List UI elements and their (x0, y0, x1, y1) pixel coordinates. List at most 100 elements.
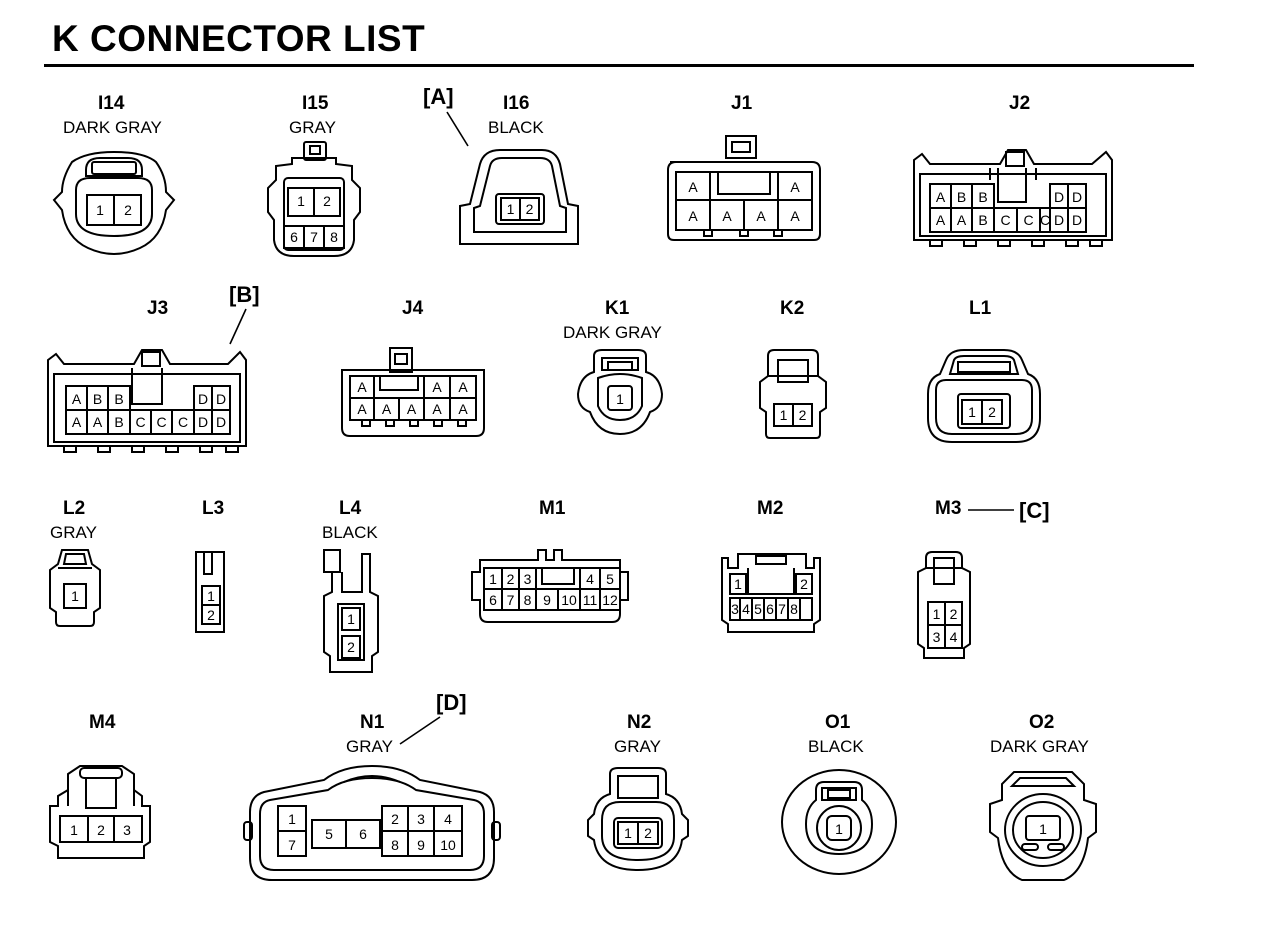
connector-m1-drawing: 1 2 3 4 5 6 7 8 9 10 11 12 (471, 549, 629, 623)
connector-j2-pin: B (978, 189, 987, 205)
connector-l3-drawing: 1 2 (195, 551, 225, 633)
connector-m4-id: M4 (89, 712, 116, 733)
connector-j1-pin: A (790, 208, 800, 224)
connector-k1-color: DARK GRAY (563, 323, 662, 342)
connector-n1-pin: 4 (444, 811, 452, 827)
connector-o1-drawing: 1 (781, 769, 897, 875)
connector-i16-drawing: 1 2 (459, 149, 579, 245)
connector-l1-drawing: 1 2 (927, 349, 1041, 443)
connector-i15-drawing: 1 2 6 7 8 (267, 141, 361, 257)
connector-i15-pin: 1 (297, 193, 305, 209)
connector-i16-id: I16 (503, 93, 530, 114)
callout-c-label: [C] (1019, 498, 1050, 523)
connector-j3-pin: C (178, 414, 188, 430)
connector-i15-id: I15 (302, 93, 329, 114)
connector-l1-id: L1 (969, 298, 992, 319)
connector-o2-id: O2 (1029, 712, 1055, 733)
connector-j4-pin: A (382, 401, 392, 417)
connector-m1-pin: 8 (524, 592, 532, 608)
connector-i16-pin: 1 (507, 201, 515, 217)
connector-m4-drawing: 1 2 3 (49, 765, 151, 859)
connector-l2-drawing: 1 (49, 549, 101, 627)
connector-j4-id: J4 (402, 298, 424, 319)
connector-m2-pin: 6 (766, 601, 774, 617)
connector-j4-pin: A (458, 401, 468, 417)
connector-m2-pin: 3 (731, 601, 739, 617)
connector-j2-pin: C (1000, 212, 1010, 228)
connector-n2-pin: 1 (624, 825, 632, 841)
connector-i14-id: I14 (98, 93, 125, 114)
callout-d-label: [D] (436, 690, 467, 715)
connector-k1-drawing: 1 (576, 349, 664, 436)
connector-j3-pin: B (114, 414, 123, 430)
connector-l1-pin: 1 (968, 404, 976, 420)
connector-m4-pin: 3 (123, 822, 131, 838)
connector-n1-pin: 9 (417, 837, 425, 853)
connector-l4-color: BLACK (322, 523, 378, 542)
connector-m1-pin: 7 (507, 592, 515, 608)
connector-j2-pin: A (936, 189, 946, 205)
connector-j4-pin: A (432, 401, 442, 417)
connector-j1-pin: A (722, 208, 732, 224)
connector-m1-pin: 11 (583, 592, 598, 608)
connector-j1-id: J1 (731, 93, 753, 114)
callout-b-label: [B] (229, 282, 260, 307)
connector-m2-pin: 8 (790, 601, 798, 617)
connector-j1-pin: A (756, 208, 766, 224)
connector-m3-id: M3 (935, 498, 962, 519)
connector-o1-pin: 1 (835, 821, 843, 837)
connector-j2-id: J2 (1009, 93, 1031, 114)
connector-n1-id: N1 (360, 712, 385, 733)
connector-j3-pin: B (114, 391, 123, 407)
connector-k2-drawing: 1 2 (759, 349, 827, 439)
connector-m4-pin: 2 (97, 822, 105, 838)
connector-n1-drawing: 1 7 5 6 2 3 4 8 9 10 (243, 764, 501, 881)
connector-m1-pin: 9 (543, 592, 551, 608)
connector-j2-drawing: A B B D D A A B C C C D D (913, 149, 1113, 247)
callout-a-leader (446, 111, 469, 147)
connector-j3-pin: D (198, 391, 208, 407)
connector-l4-pin: 1 (347, 611, 355, 627)
connector-j4-pin: A (357, 379, 367, 395)
connector-m2-pin: 7 (778, 601, 786, 617)
connector-m1-pin: 6 (489, 592, 497, 608)
connector-m3-pin: 1 (933, 606, 941, 622)
connector-k2-pin: 1 (780, 407, 788, 423)
connector-n1-pin: 3 (417, 811, 425, 827)
connector-n1-color: GRAY (346, 737, 393, 756)
connector-l4-pin: 2 (347, 639, 355, 655)
connector-j4-drawing: A A A A A A A A (341, 347, 485, 437)
connector-l1-pin: 2 (988, 404, 996, 420)
connector-j3-pin: B (93, 391, 102, 407)
connector-m2-drawing: 1 2 3 4 5 6 7 8 (721, 553, 821, 633)
connector-m3-drawing: 1 2 3 4 (917, 551, 971, 659)
connector-j4-pin: A (458, 379, 468, 395)
connector-l2-id: L2 (63, 498, 86, 519)
connector-m4-pin: 1 (70, 822, 78, 838)
page-title: K CONNECTOR LIST (52, 18, 426, 59)
connector-j3-id: J3 (147, 298, 169, 319)
connector-k2-pin: 2 (799, 407, 807, 423)
connector-i15-pin: 8 (330, 229, 338, 245)
connector-m3-pin: 3 (933, 629, 941, 645)
title-rule (44, 64, 1194, 67)
connector-n2-drawing: 1 2 (587, 767, 689, 872)
connector-j3-drawing: A B B D D A A B C C C D D (47, 349, 247, 453)
connector-o2-color: DARK GRAY (990, 737, 1089, 756)
callout-b-leader (229, 308, 247, 345)
connector-i14-color: DARK GRAY (63, 118, 162, 137)
connector-j2-pin: D (1054, 189, 1064, 205)
connector-k1-id: K1 (605, 298, 630, 319)
connector-j3-pin: C (135, 414, 145, 430)
connector-n2-pin: 2 (644, 825, 652, 841)
connector-j3-pin: D (198, 414, 208, 430)
connector-m2-id: M2 (757, 498, 784, 519)
connector-j1-drawing: A A A A A A (667, 135, 821, 241)
connector-o1-color: BLACK (808, 737, 864, 756)
connector-m1-id: M1 (539, 498, 566, 519)
connector-m2-pin: 5 (754, 601, 762, 617)
connector-m2-pin: 2 (800, 576, 808, 592)
connector-l2-pin: 1 (71, 588, 79, 604)
connector-m1-pin: 12 (602, 592, 618, 608)
